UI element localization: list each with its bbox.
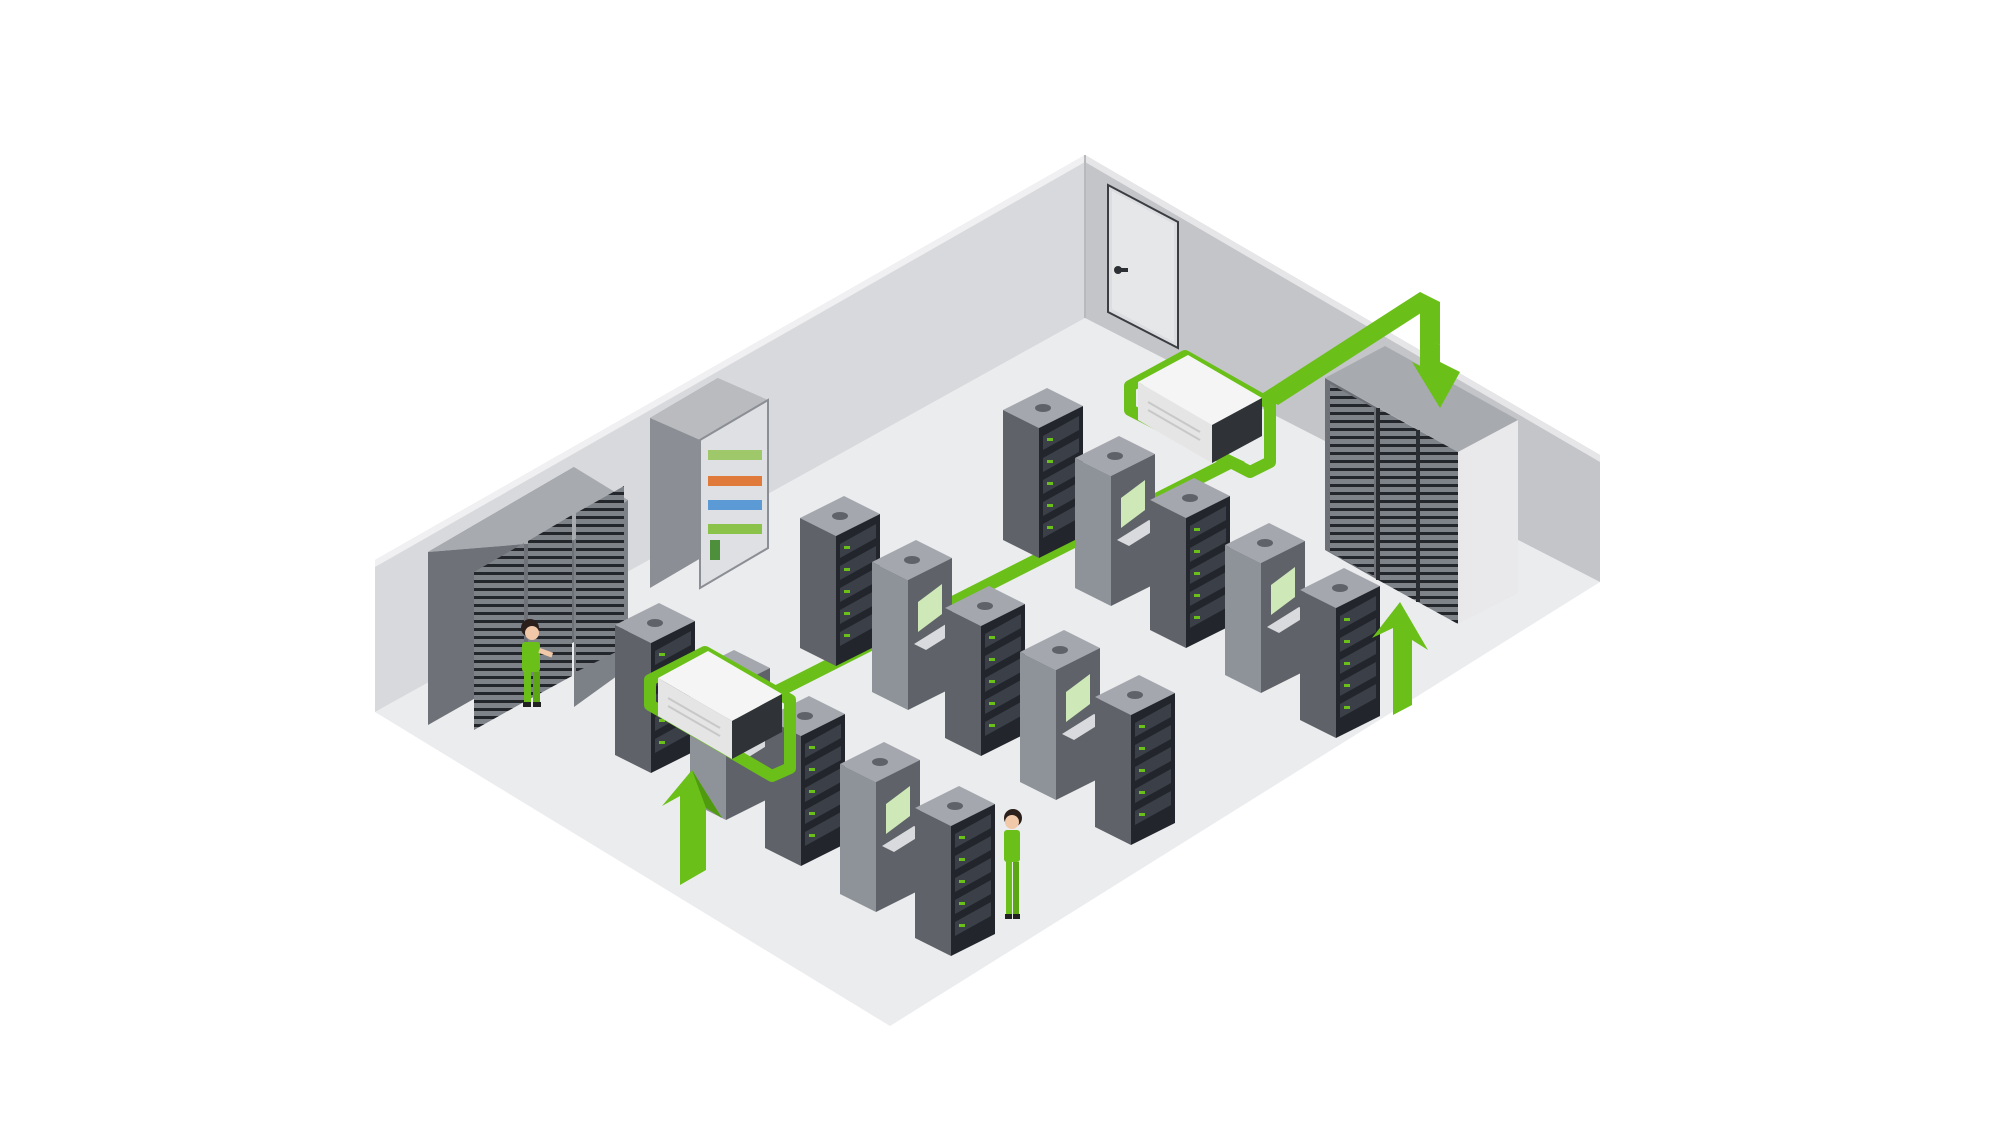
server-rack-icon[interactable] — [1020, 630, 1106, 800]
server-rack-icon[interactable] — [915, 786, 995, 956]
airflow-arrow-icon — [1412, 335, 1460, 408]
server-rack-icon[interactable] — [1225, 523, 1311, 693]
server-rack-icon[interactable] — [1150, 478, 1230, 648]
technician-icon — [1004, 809, 1022, 919]
electrical-panel-icon — [650, 378, 769, 590]
wall-top-edge — [375, 155, 1085, 567]
server-racks — [615, 388, 1380, 956]
server-rack-icon[interactable] — [945, 586, 1025, 756]
server-rack-icon[interactable] — [1075, 436, 1161, 606]
door-icon[interactable] — [1107, 183, 1179, 350]
server-rack-icon[interactable] — [872, 540, 958, 710]
cooling-unit-icon — [1325, 346, 1518, 624]
server-rack-icon[interactable] — [1300, 568, 1380, 738]
server-rack-icon[interactable] — [800, 496, 880, 666]
air-conditioner-icon[interactable] — [1124, 350, 1276, 478]
air-conditioner-icon[interactable] — [644, 646, 796, 782]
airflow-arrow-icon — [1372, 602, 1428, 715]
wall-top-edge-right — [1085, 155, 1600, 462]
server-rack-icon[interactable] — [1095, 675, 1175, 845]
server-rack-icon[interactable] — [1003, 388, 1083, 558]
airflow-arrow-icon — [662, 770, 722, 885]
server-rack-icon[interactable] — [840, 742, 926, 912]
technician-icon — [521, 619, 554, 707]
